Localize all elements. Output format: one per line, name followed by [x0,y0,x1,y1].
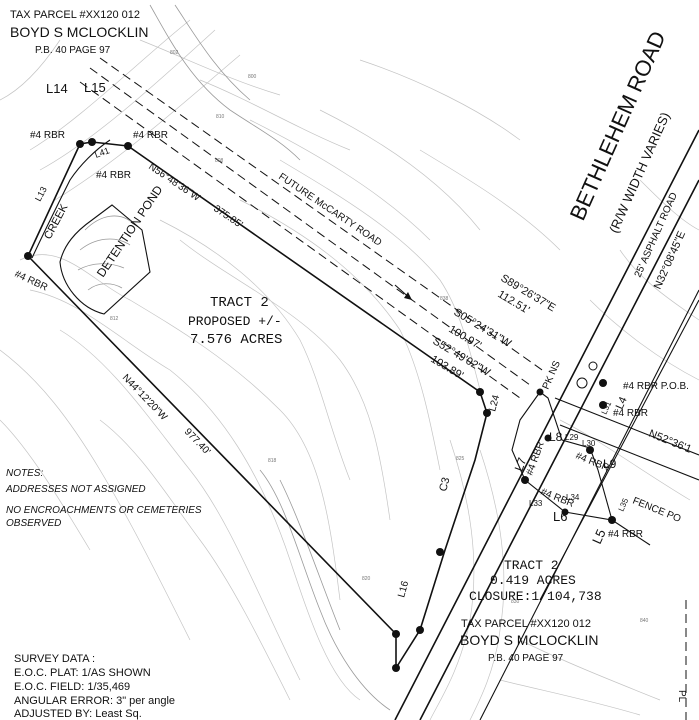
survey-points [24,138,616,672]
bottom-plat-book: P.B. 40 PAGE 97 [488,653,564,664]
svg-text:825: 825 [456,456,465,462]
future-mccarty-road [79,57,546,399]
tract-2-acres: 7.576 ACRES [190,332,282,348]
small-tract-closure: CLOSURE:1/104,738 [469,589,602,604]
svg-text:810: 810 [216,114,225,120]
fence-label: FENCE PO [631,496,683,525]
top-plat-book: P.B. 40 PAGE 97 [35,45,111,56]
notes-line-3: OBSERVED [6,518,61,529]
rbr-label-5: #4 RBR [613,408,648,419]
notes-line-1: ADDRESSES NOT ASSIGNED [5,484,146,495]
label-L6: L6 [553,509,567,524]
svg-text:802: 802 [170,50,179,56]
survey-data-block: SURVEY DATA : E.O.C. PLAT: 1/AS SHOWN E.… [14,653,175,720]
rbr-label-3: #4 RBR [96,170,131,181]
rbr-label-9: #4 RBR [608,529,643,540]
pob-label: #4 RBR P.O.B. [623,381,689,392]
rbr-label-2: #4 RBR [133,130,168,141]
bearing-n44: N44°12'20"W [120,372,170,423]
pk-label: PK NS [541,359,563,391]
small-tract [511,391,699,720]
future-road-label: FUTURE McCARTY ROAD [276,171,383,248]
bethlehem-road [394,129,699,720]
svg-text:808: 808 [215,158,224,164]
rbr-label-6: #4 RBR [524,440,546,477]
label-L15: L15 [84,80,106,95]
tract-2-title: TRACT 2 [210,295,269,311]
label-L41: L41 [93,145,111,160]
tract-2-boundary [27,139,488,669]
survey-angular: ANGULAR ERROR: 3" per angle [14,695,175,707]
label-L5: L5 [589,527,609,546]
label-L9: L9 [603,457,617,471]
notes-line-2: NO ENCROACHMENTS OR CEMETERIES [6,505,202,516]
topo-contours [0,4,699,720]
small-tract-title: TRACT 2 [504,558,559,573]
label-L30: L30 [582,439,596,448]
label-L34: L34 [566,493,580,502]
distance-375: 375.85' [211,203,244,230]
label-L13: L13 [33,185,49,203]
bottom-tax-parcel: TAX PARCEL #XX120 012 [461,618,591,630]
survey-adjusted: ADJUSTED BY: Least Sq. [14,708,142,720]
label-L4: L4 [614,395,630,411]
svg-text:820: 820 [362,576,371,582]
label-L16: L16 [396,579,411,598]
top-owner: BOYD S MCLOCKLIN [10,24,148,40]
label-L14: L14 [46,81,68,96]
svg-text:838: 838 [440,296,449,302]
rbr-label-1: #4 RBR [30,130,65,141]
pond-label: DETENTION POND [94,183,166,280]
survey-field: E.O.C. FIELD: 1/35,469 [14,681,130,693]
distance-977: 977.40' [182,426,213,457]
survey-heading: SURVEY DATA : [14,653,95,665]
pl-label: PL [676,690,687,703]
notes-block: NOTES: ADDRESSES NOT ASSIGNED NO ENCROAC… [5,468,202,529]
small-tract-acres: 0.419 ACRES [490,573,576,588]
notes-heading: NOTES: [6,468,43,479]
svg-text:800: 800 [248,74,257,80]
label-C3: C3 [437,476,452,493]
survey-plat: E.O.C. PLAT: 1/AS SHOWN [14,667,151,679]
contour-elevations: 802 800 808 810 812 818 820 825 830 838 … [110,50,649,624]
svg-text:840: 840 [640,618,649,624]
tract-2-proposed: PROPOSED +/- [188,314,282,329]
svg-text:812: 812 [110,316,119,322]
label-L8: L8 [549,430,563,444]
creek-label: CREEK [42,202,71,242]
bearing-n52: N52°36'1 [647,428,693,456]
bottom-owner: BOYD S MCLOCKLIN [460,632,598,648]
label-L35: L35 [617,496,631,512]
label-L7: L7 [512,455,530,473]
label-L33: L33 [529,499,543,508]
label-L29: L29 [565,433,579,442]
label-L24: L24 [487,393,502,412]
top-tax-parcel: TAX PARCEL #XX120 012 [10,9,140,21]
svg-text:830: 830 [511,599,520,605]
svg-text:818: 818 [268,458,277,464]
